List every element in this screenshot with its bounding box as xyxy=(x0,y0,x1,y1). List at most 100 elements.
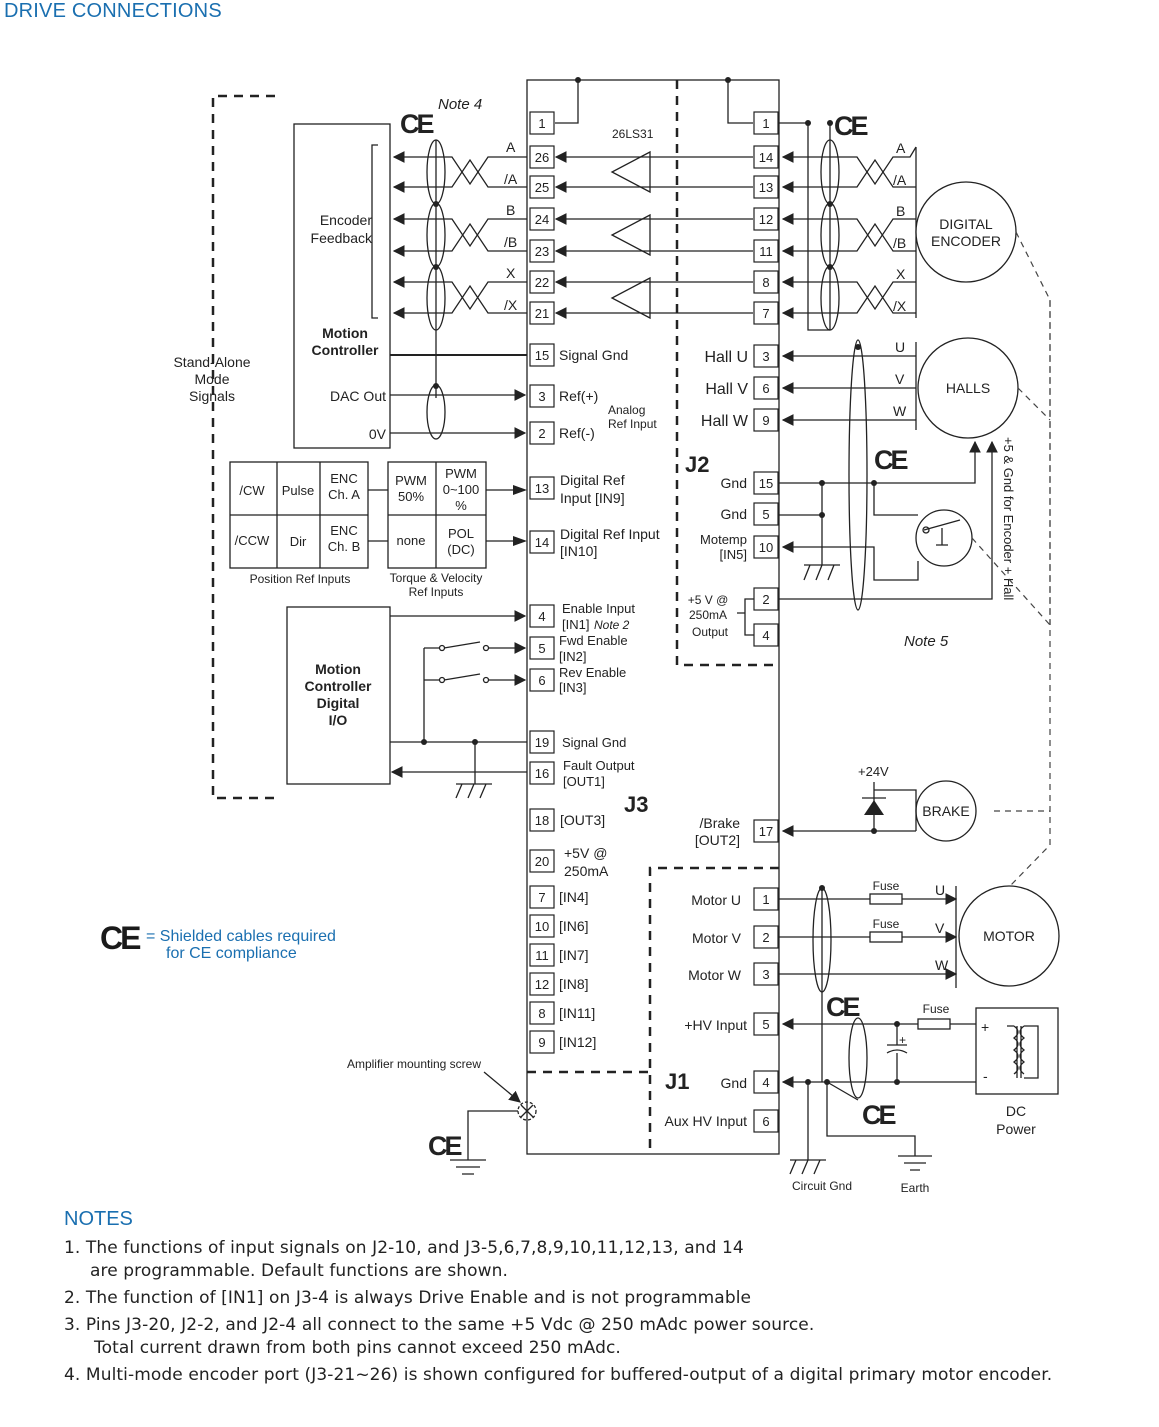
svg-text:14: 14 xyxy=(535,535,549,550)
j2-2-label-2: 250mA xyxy=(689,608,727,622)
dc-power-label-1: DC xyxy=(1006,1103,1026,1119)
j3-20-label-2: 250mA xyxy=(564,863,609,879)
svg-text:2: 2 xyxy=(538,426,545,441)
ref-enc-a-2: Ch. A xyxy=(328,487,360,502)
ref-pwm100-1: PWM xyxy=(445,466,477,481)
j2-pins: 1 14 13 12 11 8 7 3 6 9 15 5 10 2 4 17 xyxy=(753,111,779,843)
svg-text:2: 2 xyxy=(762,930,769,945)
dc-plus: + xyxy=(981,1019,989,1035)
chip-label: 26LS31 xyxy=(612,127,654,141)
j3-18-label: [OUT3] xyxy=(560,812,605,828)
digital-io-box xyxy=(286,606,391,785)
svg-text:26: 26 xyxy=(535,150,549,165)
j3-4-label-2: [IN1] xyxy=(562,617,589,632)
torque-velocity-label-1: Torque & Velocity xyxy=(390,571,483,585)
j3-4-note: Note 2 xyxy=(594,618,630,632)
digital-io-label-1: Motion xyxy=(315,661,361,677)
j3-16-label: Fault Output xyxy=(563,758,635,773)
sig-v-motor: V xyxy=(935,920,945,936)
ref-dir: Dir xyxy=(290,534,307,549)
j1-region xyxy=(648,866,779,1154)
hall-u-label: Hall U xyxy=(704,349,748,366)
motemp-dashed-link xyxy=(971,537,1051,626)
hall-w-label: Hall W xyxy=(701,413,749,430)
transformer-icon xyxy=(1007,1025,1039,1079)
svg-text:16: 16 xyxy=(535,766,549,781)
svg-text:11: 11 xyxy=(759,244,773,259)
dac-out-label: DAC Out xyxy=(330,388,386,404)
j2-connector-label: J2 xyxy=(685,452,709,477)
sig-b-right: B xyxy=(896,203,905,219)
line-driver-buffers xyxy=(554,77,753,320)
svg-text:8: 8 xyxy=(538,1006,545,1021)
j3-12-label: [IN8] xyxy=(559,976,589,992)
digital-encoder-label-2: ENCODER xyxy=(931,233,1001,249)
analog-lines xyxy=(390,354,527,440)
svg-text:3: 3 xyxy=(538,389,545,404)
digital-io-label-2: Controller xyxy=(305,678,372,694)
motion-controller-box xyxy=(293,123,391,449)
note-4-line1: 4. Multi-mode encoder port (J3-21~26) is… xyxy=(64,1365,1053,1385)
note-3-line1: 3. Pins J3-20, J2-2, and J2-4 all connec… xyxy=(64,1315,815,1335)
ce-mark-encoder: CE xyxy=(834,111,867,141)
page-title: DRIVE CONNECTIONS xyxy=(4,0,222,22)
ref-pol-2: (DC) xyxy=(447,542,474,557)
standalone-bracket xyxy=(211,94,275,800)
svg-text:9: 9 xyxy=(538,1035,545,1050)
motemp-thermostat xyxy=(915,509,973,567)
hv-input-label: +HV Input xyxy=(684,1017,747,1033)
svg-text:6: 6 xyxy=(538,673,545,688)
digital-encoder-label-1: DIGITAL xyxy=(939,216,993,232)
halls-dashed-link xyxy=(1017,387,1051,421)
ref-pol-1: POL xyxy=(448,526,474,541)
dc-power-label-2: Power xyxy=(996,1121,1036,1137)
brake-lines xyxy=(781,782,917,837)
ref-pwm100-3: % xyxy=(455,498,467,513)
j3-7-label: [IN4] xyxy=(559,889,589,905)
j3-13-label: Digital Ref xyxy=(560,472,625,488)
svg-text:9: 9 xyxy=(762,413,769,428)
enc-hall-supply-label: +5 & Gnd for Encoder + Hall xyxy=(1001,437,1016,600)
note-1-line1: 1. The functions of input signals on J2-… xyxy=(64,1238,744,1258)
standalone-label-2: Mode xyxy=(194,371,229,387)
svg-text:15: 15 xyxy=(535,348,549,363)
svg-text:5: 5 xyxy=(538,641,545,656)
j3-13-label-2: Input [IN9] xyxy=(560,490,625,506)
svg-text:10: 10 xyxy=(535,919,549,934)
sig-u-hall: U xyxy=(895,339,905,355)
svg-text:14: 14 xyxy=(759,150,773,165)
motor-dashed-link xyxy=(1009,300,1051,887)
notes-section: NOTES 1. The functions of input signals … xyxy=(64,1208,1144,1391)
j2-region xyxy=(675,80,779,667)
svg-text:4: 4 xyxy=(762,628,769,643)
note4-label: Note 4 xyxy=(438,96,482,113)
sig-b-left: B xyxy=(506,202,515,218)
sig-na-right: /A xyxy=(893,172,907,188)
hall-lines xyxy=(778,339,998,611)
svg-text:19: 19 xyxy=(535,735,549,750)
sig-v-hall: V xyxy=(895,371,905,387)
svg-text:2: 2 xyxy=(762,592,769,607)
ref-pwm100-2: 0~100 xyxy=(443,482,480,497)
ref-enc-b-2: Ch. B xyxy=(328,539,361,554)
j2-5v-bracket xyxy=(737,598,754,636)
svg-text:12: 12 xyxy=(759,212,773,227)
ce-mark-dc: CE xyxy=(862,1100,895,1130)
svg-text:3: 3 xyxy=(762,967,769,982)
note-4: 4. Multi-mode encoder port (J3-21~26) is… xyxy=(64,1364,1144,1387)
sig-nx-left: /X xyxy=(504,297,518,313)
analog-ref-label-1: Analog xyxy=(608,403,645,417)
mounting-screw-label: Amplifier mounting screw xyxy=(347,1057,481,1071)
ref-enc-b-1: ENC xyxy=(330,523,357,538)
svg-text:4: 4 xyxy=(538,609,545,624)
sig-w-hall: W xyxy=(893,403,907,419)
j3-15-label: Signal Gnd xyxy=(559,347,628,363)
svg-text:7: 7 xyxy=(538,890,545,905)
sig-nb-left: /B xyxy=(504,234,517,250)
ce-mark-chassis: CE xyxy=(428,1131,461,1161)
aux-hv-label: Aux HV Input xyxy=(665,1113,748,1129)
motion-controller-label-2: Controller xyxy=(312,342,379,358)
fuse-hv-label: Fuse xyxy=(923,1002,950,1016)
j2-17-label: /Brake xyxy=(700,815,741,831)
svg-text:1: 1 xyxy=(762,892,769,907)
